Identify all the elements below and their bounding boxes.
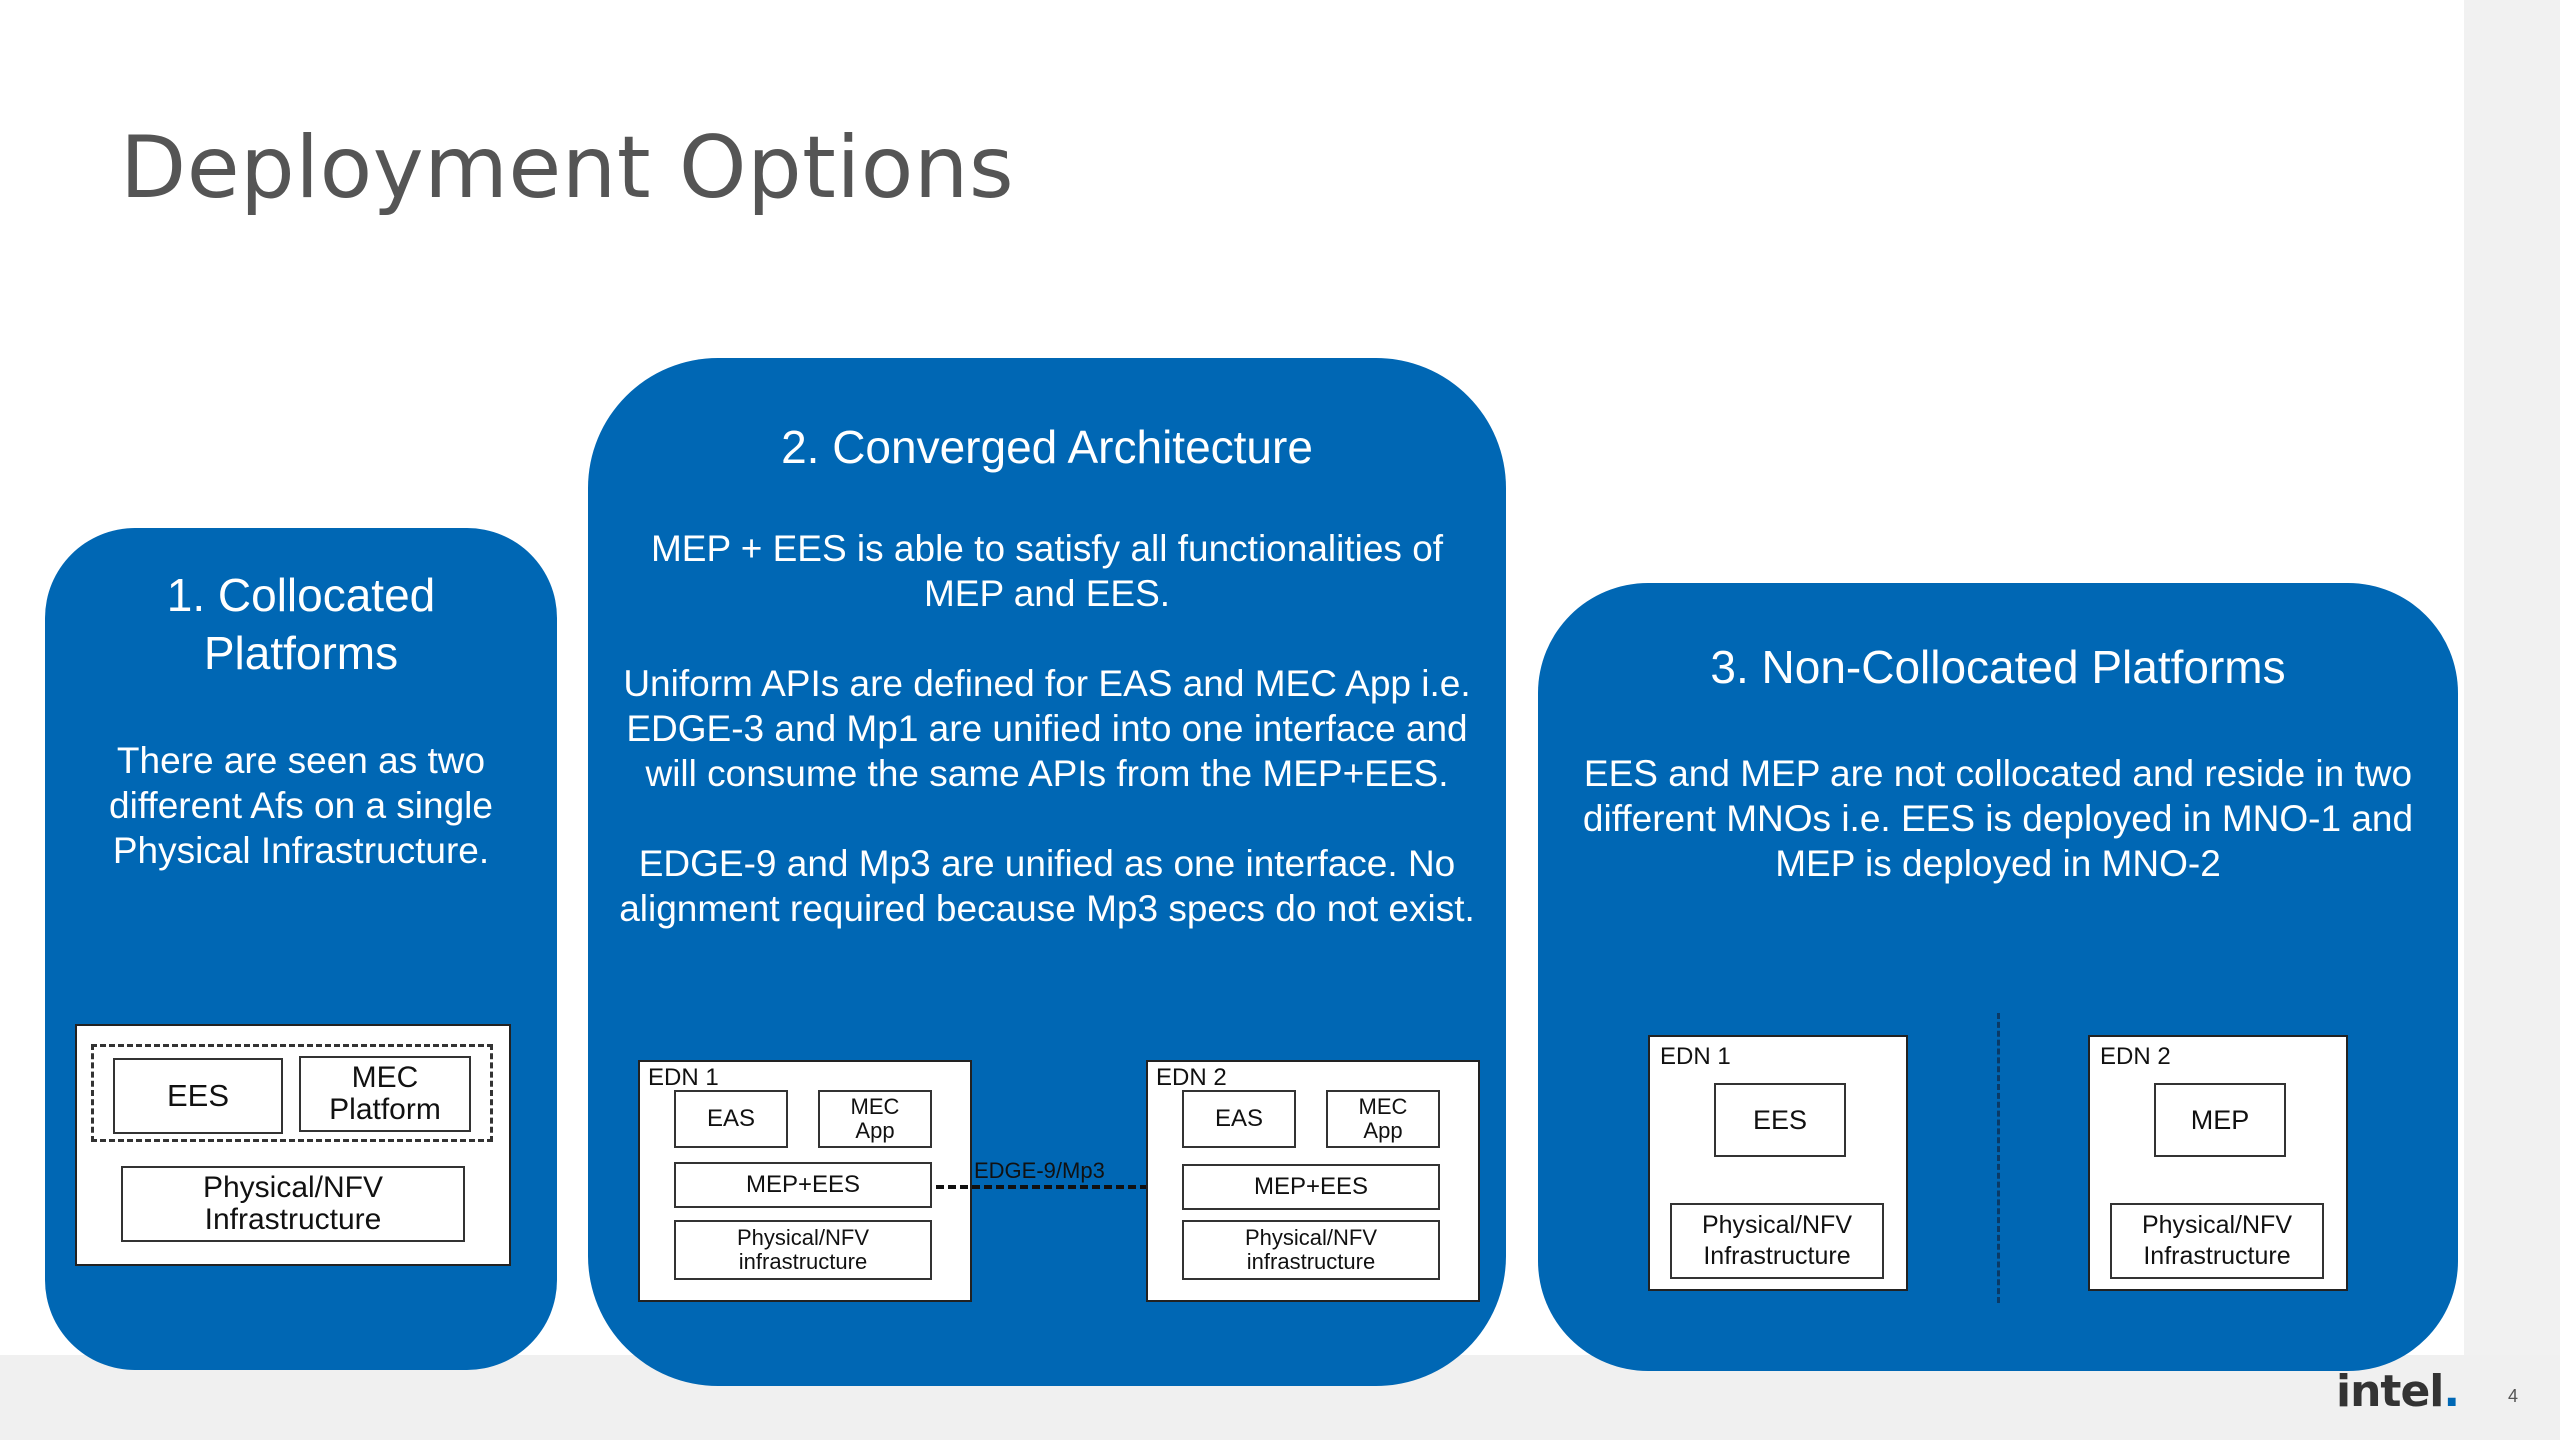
slide-title: Deployment Options <box>120 118 1015 218</box>
af-group-outline <box>91 1044 493 1142</box>
edn1-diagram: EDN 1 EAS MEC App MEP+EES Physical/NFV i… <box>638 1060 972 1302</box>
mep-node: MEP <box>2154 1083 2286 1157</box>
mec-app-node: MEC App <box>818 1090 932 1148</box>
edge9-mp3-link <box>936 1185 1172 1189</box>
intel-logo: intel. <box>2336 1366 2460 1417</box>
edn-label: EDN 2 <box>1156 1064 1227 1091</box>
physical-infrastructure-node: Physical/NFV infrastructure <box>674 1220 932 1280</box>
panel-description: MEP + EES is able to satisfy all functio… <box>619 528 1475 929</box>
edn-label: EDN 1 <box>648 1064 719 1091</box>
physical-infrastructure-node: Physical/NFV Infrastructure <box>2110 1203 2324 1279</box>
physical-infrastructure-node: Physical/NFV Infrastructure <box>1670 1203 1884 1279</box>
right-margin-strip <box>2464 0 2560 1440</box>
panel-title: 1. Collocated Platforms <box>166 569 436 679</box>
collocated-diagram: EES MEC Platform Physical/NFV Infrastruc… <box>75 1024 511 1266</box>
mep-ees-node: MEP+EES <box>1182 1164 1440 1210</box>
mec-app-node: MEC App <box>1326 1090 1440 1148</box>
panel-collocated-platforms: 1. Collocated Platforms There are seen a… <box>45 528 557 1370</box>
edn2-diagram: EDN 2 EAS MEC App MEP+EES Physical/NFV i… <box>1146 1060 1480 1302</box>
eas-node: EAS <box>1182 1090 1296 1148</box>
edn-label: EDN 2 <box>2100 1043 2171 1070</box>
edn-label: EDN 1 <box>1660 1043 1731 1070</box>
panel-description: There are seen as two different Afs on a… <box>109 740 493 871</box>
mep-ees-node: MEP+EES <box>674 1162 932 1208</box>
panel-converged-architecture: 2. Converged Architecture MEP + EES is a… <box>588 358 1506 1386</box>
panel-title: 2. Converged Architecture <box>781 421 1313 473</box>
edge9-mp3-label: EDGE-9/Mp3 <box>974 1158 1105 1183</box>
panel-description: EES and MEP are not collocated and resid… <box>1582 753 2414 884</box>
ees-node: EES <box>1714 1083 1846 1157</box>
physical-infrastructure-node: Physical/NFV Infrastructure <box>121 1166 465 1242</box>
ees-node: EES <box>113 1058 283 1134</box>
eas-node: EAS <box>674 1090 788 1148</box>
edn2-diagram: EDN 2 MEP Physical/NFV Infrastructure <box>2088 1035 2348 1291</box>
panel-non-collocated-platforms: 3. Non-Collocated Platforms EES and MEP … <box>1538 583 2458 1371</box>
page-number: 4 <box>2508 1386 2519 1406</box>
edn1-diagram: EDN 1 EES Physical/NFV Infrastructure <box>1648 1035 1908 1291</box>
mno-separator <box>1997 1013 2000 1303</box>
mec-platform-node: MEC Platform <box>299 1056 471 1132</box>
panel-title: 3. Non-Collocated Platforms <box>1710 641 2286 693</box>
physical-infrastructure-node: Physical/NFV infrastructure <box>1182 1220 1440 1280</box>
